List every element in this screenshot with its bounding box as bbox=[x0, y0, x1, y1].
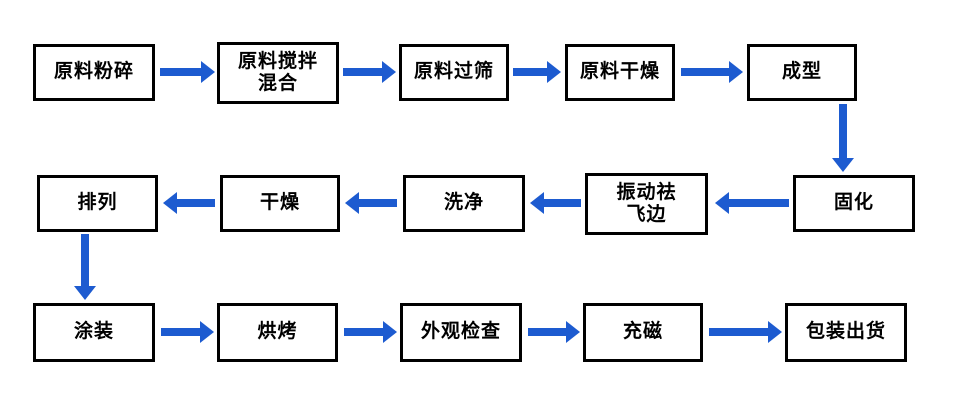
arrow-head bbox=[345, 192, 359, 214]
arrow-head bbox=[383, 321, 397, 343]
arrow-head bbox=[768, 321, 782, 343]
arrow-head bbox=[715, 192, 729, 214]
arrow-shaft bbox=[343, 68, 382, 76]
arrow-shaft bbox=[344, 328, 383, 336]
arrow-head bbox=[832, 158, 854, 172]
arrow-head bbox=[530, 192, 544, 214]
node-deburring: 振动祛 飞边 bbox=[585, 173, 708, 235]
arrow-shaft bbox=[513, 68, 547, 76]
node-drying: 干燥 bbox=[220, 175, 340, 232]
node-magnetizing: 充磁 bbox=[583, 303, 703, 362]
arrow-shaft bbox=[709, 328, 768, 336]
arrow-head bbox=[729, 61, 743, 83]
arrow-left-icon bbox=[345, 192, 397, 214]
arrow-right-icon bbox=[528, 321, 580, 343]
node-packing: 包装出货 bbox=[785, 303, 907, 362]
arrow-right-icon bbox=[344, 321, 397, 343]
arrow-down-icon bbox=[832, 104, 854, 172]
arrow-right-icon bbox=[709, 321, 782, 343]
arrow-left-icon bbox=[163, 192, 215, 214]
arrow-shaft bbox=[160, 68, 201, 76]
arrow-shaft bbox=[544, 199, 581, 207]
arrow-right-icon bbox=[161, 321, 214, 343]
node-sieving: 原料过筛 bbox=[399, 44, 509, 101]
node-coating: 涂装 bbox=[33, 303, 155, 362]
arrow-shaft bbox=[729, 199, 789, 207]
node-arranging: 排列 bbox=[37, 175, 158, 232]
arrow-shaft bbox=[359, 199, 397, 207]
arrow-head bbox=[74, 286, 96, 300]
arrow-left-icon bbox=[715, 192, 789, 214]
node-inspection: 外观检查 bbox=[400, 303, 522, 362]
arrow-right-icon bbox=[343, 61, 396, 83]
arrow-left-icon bbox=[530, 192, 581, 214]
arrow-shaft bbox=[177, 199, 215, 207]
arrow-shaft bbox=[81, 234, 89, 286]
arrow-shaft bbox=[528, 328, 566, 336]
arrow-down-icon bbox=[74, 234, 96, 300]
arrow-head bbox=[200, 321, 214, 343]
arrow-right-icon bbox=[160, 61, 215, 83]
arrow-right-icon bbox=[513, 61, 561, 83]
arrow-head bbox=[201, 61, 215, 83]
node-baking: 烘烤 bbox=[217, 303, 338, 362]
node-mixing: 原料搅拌 混合 bbox=[217, 42, 339, 104]
arrow-shaft bbox=[681, 68, 729, 76]
node-raw-crushing: 原料粉碎 bbox=[33, 44, 155, 101]
node-raw-drying: 原料干燥 bbox=[565, 44, 675, 101]
node-curing: 固化 bbox=[793, 175, 915, 232]
arrow-shaft bbox=[161, 328, 200, 336]
arrow-right-icon bbox=[681, 61, 743, 83]
arrow-shaft bbox=[839, 104, 847, 158]
arrow-head bbox=[566, 321, 580, 343]
arrow-head bbox=[547, 61, 561, 83]
node-forming: 成型 bbox=[747, 44, 857, 101]
arrow-head bbox=[382, 61, 396, 83]
arrow-head bbox=[163, 192, 177, 214]
node-washing: 洗净 bbox=[403, 175, 525, 232]
